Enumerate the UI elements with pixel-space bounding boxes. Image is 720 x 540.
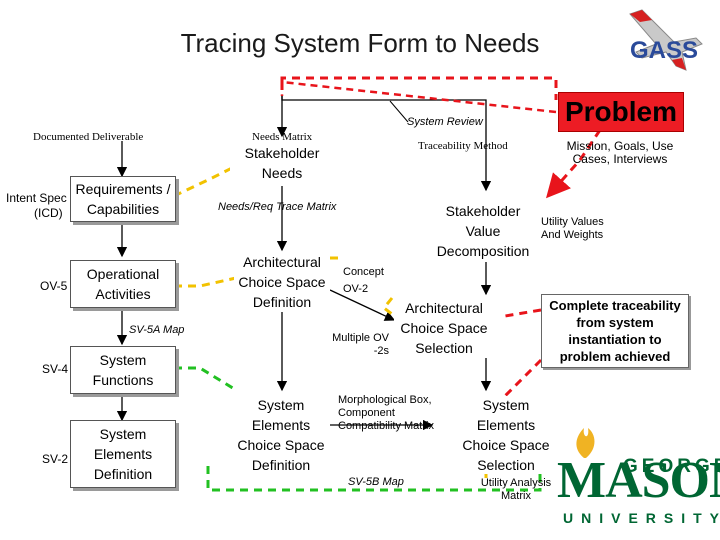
- box-system-elements-choice-space-definition: System Elements Choice Space Definition: [232, 392, 330, 478]
- yellow-dash-arch-sel: [381, 297, 401, 322]
- label-sv5b-map: SV-5B Map: [348, 476, 404, 488]
- page-title: Tracing System Form to Needs: [180, 28, 540, 58]
- label-icd: (ICD): [34, 206, 63, 220]
- box-architectural-choice-space-definition: Architectural Choice Space Definition: [234, 252, 330, 312]
- label-needs-req-trace-matrix: Needs/Req Trace Matrix: [218, 201, 337, 213]
- label-sv2: SV-2: [42, 452, 69, 466]
- gmu-logo-mason: MASON: [557, 452, 720, 509]
- label-utility-values: Utility Values And Weights: [541, 216, 604, 241]
- box-system-elements-definition: System Elements Definition: [70, 420, 176, 488]
- green-dash-bottom: [206, 466, 542, 492]
- label-sv5a-map: SV-5A Map: [129, 324, 185, 336]
- arrow-top-to-stakeval: [281, 96, 492, 192]
- yellow-dash-op-arch: [174, 276, 237, 288]
- box-requirements-capabilities: Requirements / Capabilities: [70, 176, 176, 222]
- box-architectural-choice-space-selection: Architectural Choice Space Selection: [394, 298, 494, 358]
- green-dash-sysfunc: [174, 366, 237, 392]
- label-morphological-box: Morphological Box, Component Compatibili…: [338, 394, 434, 432]
- box-system-functions: System Functions: [70, 346, 176, 394]
- arrow-archdef-to-archsel: [329, 289, 396, 321]
- label-mission-goals: Mission, Goals, Use Cases, Interviews: [566, 139, 674, 166]
- gmu-logo-university: UNIVERSITY: [563, 510, 720, 526]
- label-documented-deliverable: Documented Deliverable: [33, 131, 144, 143]
- box-stakeholder-value-decomposition: Stakeholder Value Decomposition: [428, 200, 538, 262]
- label-intent-spec: Intent Spec: [6, 191, 67, 205]
- label-sv4: SV-4: [42, 362, 69, 376]
- label-ov2: OV-2: [343, 283, 369, 295]
- problem-box: Problem: [558, 92, 684, 132]
- red-dash-review: [280, 80, 557, 114]
- yellow-dash-req-needs: [173, 164, 237, 198]
- box-stakeholder-needs: Stakeholder Needs: [230, 140, 334, 186]
- label-utility-analysis-matrix: Utility Analysis Matrix: [480, 477, 552, 502]
- callout-complete-traceability: Complete traceability from system instan…: [541, 294, 689, 368]
- label-system-review: System Review: [407, 116, 483, 128]
- gmu-flame-icon: [576, 428, 595, 458]
- label-traceability-method: Traceability Method: [418, 140, 508, 152]
- red-dash-callout-2: [503, 358, 543, 398]
- red-dash-callout-1: [504, 308, 542, 318]
- box-operational-activities: Operational Activities: [70, 260, 176, 308]
- sysreview-pointer: [389, 100, 409, 123]
- label-multiple-ov-2s: Multiple OV -2s: [332, 332, 389, 357]
- label-concept: Concept: [343, 266, 384, 278]
- gass-logo-text: GASS: [630, 37, 698, 64]
- gmu-logo-george: GEORGE: [623, 456, 720, 477]
- gass-logo: GASS: [622, 8, 706, 84]
- label-ov5: OV-5: [40, 279, 68, 293]
- red-dash-top: [280, 76, 558, 100]
- box-system-elements-choice-space-selection: System Elements Choice Space Selection: [456, 396, 556, 474]
